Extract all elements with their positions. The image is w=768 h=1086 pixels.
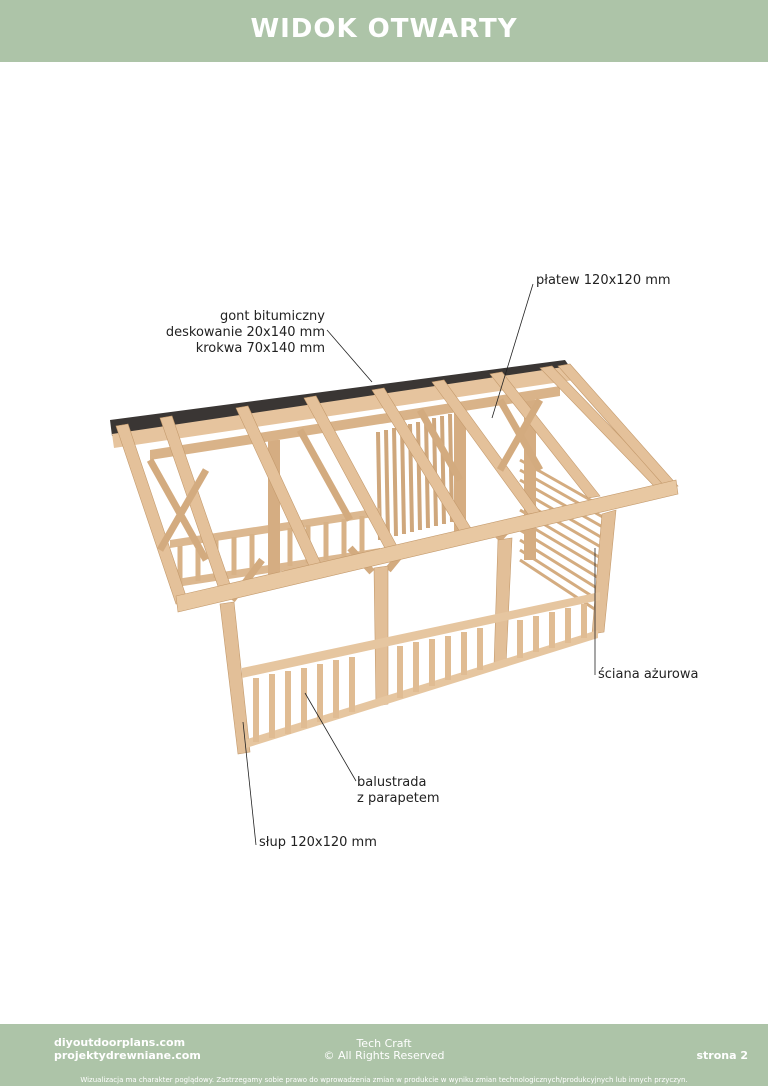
roof-label-line: krokwa 70x140 mm xyxy=(195,341,325,356)
left-lattice-wall xyxy=(376,413,454,541)
roof-label-line: gont bitumiczny xyxy=(219,309,325,324)
post-leader-line xyxy=(242,721,257,846)
pergola-structure xyxy=(110,360,679,755)
roof-label: gont bitumiczny deskowanie 20x140 mm kro… xyxy=(166,309,325,357)
balustrade-label-line: balustrada xyxy=(357,775,427,790)
balustrade-leader-line xyxy=(304,692,357,782)
roof-label-line: deskowanie 20x140 mm xyxy=(165,325,325,340)
page-title: WIDOK OTWARTY xyxy=(250,14,518,44)
leader-lines xyxy=(242,283,596,846)
purlin-leader-line xyxy=(491,283,534,419)
ridge-purlin xyxy=(112,366,574,448)
purlin-label: płatew 120x120 mm xyxy=(536,273,671,288)
footer-disclaimer: Wizualizacja ma charakter poglądowy. Zas… xyxy=(80,1076,688,1084)
balustrade-label-line: z parapetem xyxy=(357,791,440,806)
roof-shingles xyxy=(110,360,572,436)
balustrade-label: balustrada z parapetem xyxy=(357,775,440,807)
footer-site-link[interactable]: projektydrewniane.com xyxy=(54,1049,201,1062)
front-posts xyxy=(219,509,617,755)
footer-rights: © All Rights Reserved xyxy=(323,1049,445,1062)
page-number: strona 2 xyxy=(696,1049,748,1062)
lattice-wall-label: ściana ażurowa xyxy=(598,667,699,682)
braces xyxy=(146,398,544,603)
roof-leader-line xyxy=(326,329,373,383)
footer-site-link[interactable]: diyoutdoorplans.com xyxy=(54,1036,186,1049)
page-header: WIDOK OTWARTY xyxy=(0,0,768,62)
front-beam xyxy=(175,479,679,613)
post-label: słup 120x120 mm xyxy=(259,835,377,850)
footer-brand: Tech Craft xyxy=(356,1037,412,1050)
page-footer: diyoutdoorplans.com projektydrewniane.co… xyxy=(0,1024,768,1086)
front-balustrade xyxy=(242,592,600,748)
rafters xyxy=(115,363,679,605)
